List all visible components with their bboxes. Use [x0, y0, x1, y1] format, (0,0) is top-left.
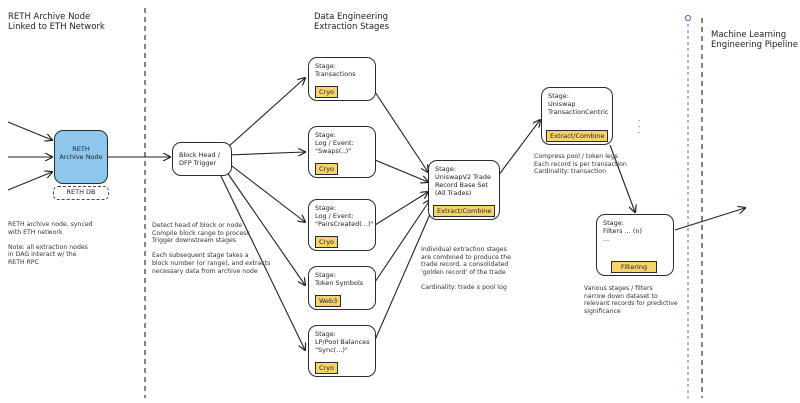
block-head-label: Block Head / DFP Trigger: [179, 151, 220, 167]
arrow-bh-stage-4: [223, 167, 305, 285]
arrow-trade-uniswap: [497, 120, 540, 177]
arrow-stage5-trade: [374, 205, 434, 341]
trade-record-note: Individual extraction stages are combine…: [421, 246, 511, 291]
arrow-bh-stage-1: [227, 78, 305, 148]
stage-lp-pool-balances-tag: Cryo: [315, 362, 339, 374]
stage-trade-record-tag: Extract/Combine: [433, 205, 496, 217]
ml-section-title: Machine Learning Engineering Pipeline: [711, 30, 798, 50]
reth-db[interactable]: RETH DB: [53, 186, 109, 200]
input-arrow-3: [7, 172, 52, 191]
reth-section-title: RETH Archive Node Linked to ETH Network: [8, 12, 105, 32]
stage-token-symbols-tag: Web3: [315, 295, 342, 307]
stage-token-symbols-label: Stage: Token Symbols: [315, 271, 364, 287]
arrow-stage4-trade: [374, 200, 430, 283]
arrow-uniswap-filters: [609, 144, 635, 212]
stage-transactions[interactable]: Stage: Transactions Cryo: [308, 57, 376, 101]
stage-lp-pool-balances-label: Stage: LP/Pool Balances "Sync(...)": [315, 330, 370, 354]
stage-pairs-created-tag: Cryo: [315, 236, 339, 248]
arrow-filters-ml: [674, 208, 745, 231]
stage-uniswap-transaction-centric[interactable]: Stage: Uniswap TransactionCentric Extrac…: [541, 87, 613, 145]
block-head-note: Detect head of block or node Compile blo…: [152, 222, 271, 275]
input-arrow-1: [7, 121, 52, 140]
stage-lp-pool-balances[interactable]: Stage: LP/Pool Balances "Sync(...)" Cryo: [308, 325, 376, 377]
stage-swaps-label: Stage: Log / Event: "Swaps(..)": [315, 131, 354, 155]
stage-trade-record-label: Stage: UniswapV2 Trade Record Base Set (…: [435, 165, 491, 197]
stage-filters[interactable]: Stage: Filters ... (n) ... Filtering: [596, 214, 674, 276]
stage-transactions-label: Stage: Transactions: [315, 62, 356, 78]
reth-note: RETH archive node, synced with ETH netwo…: [8, 221, 93, 266]
data-engineering-section-title: Data Engineering Extraction Stages: [314, 12, 390, 32]
uniswap-more-dots: . . .: [638, 115, 641, 135]
arrow-bh-stage-5: [217, 169, 305, 350]
arrow-stage2-trade: [374, 159, 428, 182]
stage-filters-tag: Filtering: [611, 261, 657, 273]
stage-pairs-created[interactable]: Stage: Log / Event: "PairsCreated(...)" …: [308, 199, 376, 251]
stage-swaps[interactable]: Stage: Log / Event: "Swaps(..)" Cryo: [308, 126, 376, 178]
block-head-trigger[interactable]: Block Head / DFP Trigger: [172, 142, 232, 176]
stage-swaps-tag: Cryo: [315, 163, 339, 175]
arrow-stage3-trade: [374, 192, 428, 226]
reth-archive-node[interactable]: RETH Archive Node: [54, 130, 108, 184]
stage-uniswap-label: Stage: Uniswap TransactionCentric: [548, 92, 609, 116]
stage-token-symbols[interactable]: Stage: Token Symbols Web3: [308, 266, 376, 310]
stage-trade-record[interactable]: Stage: UniswapV2 Trade Record Base Set (…: [428, 160, 500, 220]
arrow-bh-stage-2: [227, 152, 305, 155]
stage-uniswap-tag: Extract/Combine: [546, 130, 609, 142]
divider-handle[interactable]: [685, 15, 691, 21]
stage-transactions-tag: Cryo: [315, 86, 339, 98]
arrow-bh-stage-3: [227, 162, 305, 222]
filters-note: Various stages / filters narrow down dat…: [584, 285, 678, 315]
stage-filters-label: Stage: Filters ... (n) ...: [603, 219, 643, 243]
uniswap-note: Compress pool / token legs Each record i…: [534, 153, 627, 176]
reth-archive-node-label: RETH Archive Node: [59, 145, 103, 161]
arrow-stage1-trade: [374, 91, 428, 172]
stage-pairs-created-label: Stage: Log / Event: "PairsCreated(...)": [315, 204, 374, 228]
